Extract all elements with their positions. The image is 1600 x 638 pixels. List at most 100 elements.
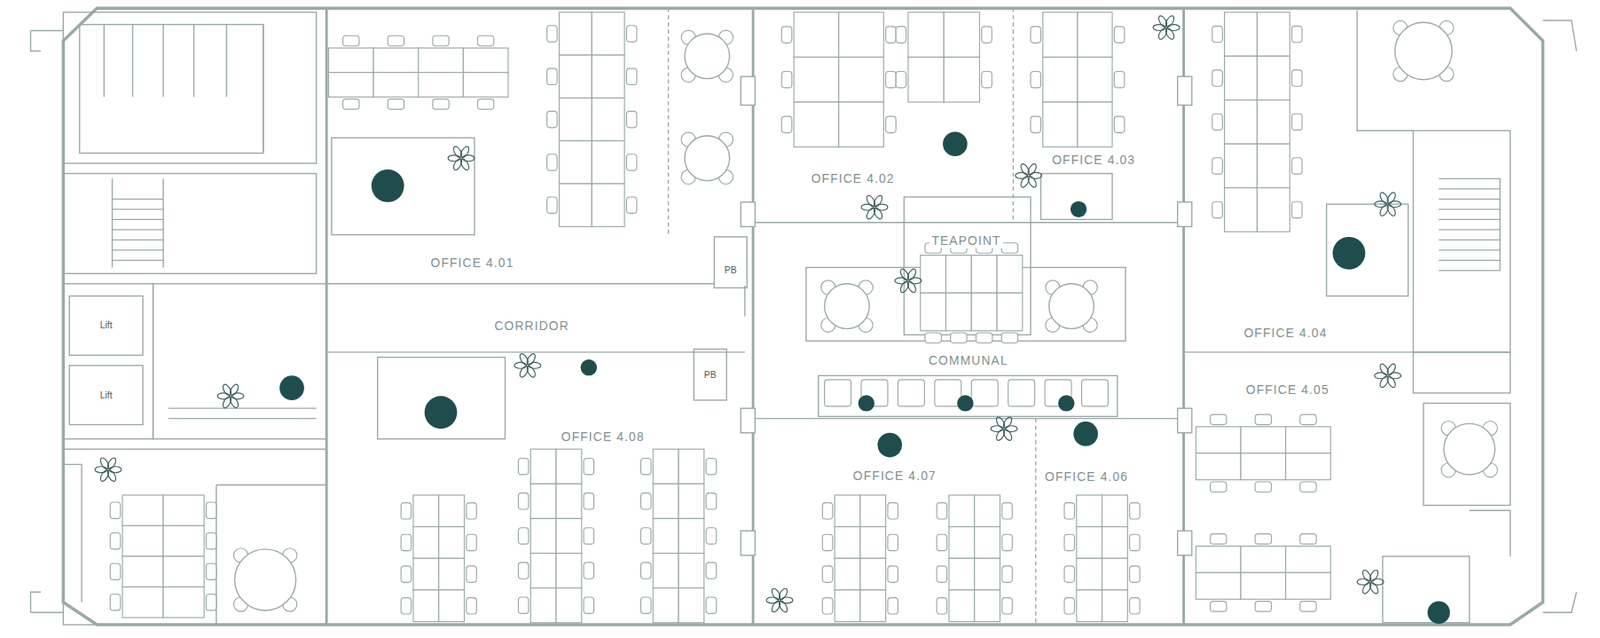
chair: [781, 116, 793, 133]
room-label: COMMUNAL: [926, 352, 1011, 368]
desk: [1240, 426, 1287, 454]
plant: [106, 456, 118, 471]
chair: [1300, 533, 1317, 545]
desk: [860, 526, 887, 559]
desk: [163, 556, 204, 588]
chair: [583, 562, 595, 579]
desk: [413, 526, 440, 559]
plant: [1356, 578, 1370, 585]
desk: [834, 494, 861, 527]
room-label: CORRIDOR: [492, 318, 572, 333]
desk: [1076, 526, 1103, 559]
chair: [1129, 533, 1141, 550]
chair: [1254, 414, 1271, 425]
desk: [678, 483, 705, 518]
desk: [860, 589, 887, 622]
plant: [109, 466, 122, 473]
plant: [865, 206, 878, 220]
marker-dot: [942, 131, 968, 157]
desk: [839, 101, 885, 148]
chair: [936, 597, 948, 614]
chair: [205, 594, 217, 611]
desk: [122, 525, 164, 557]
room-label: OFFICE 4.05: [1243, 382, 1332, 397]
room-label: OFFICE 4.08: [558, 429, 647, 444]
desk: [558, 141, 592, 184]
chair: [822, 597, 833, 614]
desk: [1224, 12, 1258, 56]
chair: [400, 533, 412, 550]
chair: [547, 25, 558, 42]
desk: [591, 54, 625, 98]
chair: [1254, 601, 1271, 612]
desk: [652, 553, 679, 589]
plant: [231, 392, 244, 400]
chair: [1210, 481, 1227, 493]
desk: [530, 553, 557, 589]
chair: [822, 565, 833, 582]
chair: [1002, 565, 1013, 582]
chair: [1300, 481, 1317, 493]
desk: [943, 56, 980, 102]
desk: [1076, 494, 1103, 527]
desk: [1195, 426, 1241, 454]
desk: [556, 448, 582, 484]
chair: [517, 493, 529, 510]
desk: [556, 517, 582, 553]
chair: [1212, 70, 1224, 87]
desk: [678, 517, 705, 553]
chair: [583, 596, 595, 613]
desk: [678, 588, 705, 623]
fixture-label: Lift: [97, 387, 114, 402]
chair: [897, 379, 925, 407]
desk: [462, 47, 509, 73]
desk: [1286, 453, 1332, 480]
chair: [1030, 71, 1042, 88]
chair: [400, 502, 412, 519]
desk: [920, 292, 947, 331]
marker-dot: [424, 395, 458, 429]
desk: [1224, 143, 1258, 188]
chair: [343, 99, 360, 110]
desk: [1043, 101, 1078, 148]
desk: [1076, 557, 1103, 590]
desk: [328, 72, 374, 98]
chair: [205, 563, 217, 580]
desk: [439, 526, 465, 559]
plant: [1378, 375, 1390, 389]
desk: [1102, 557, 1129, 590]
plant: [462, 155, 475, 162]
chair: [705, 562, 717, 579]
chair: [1064, 533, 1075, 550]
round-table: [1443, 423, 1496, 475]
round-table: [235, 549, 297, 611]
chair: [517, 458, 529, 475]
marker-dot: [1058, 394, 1075, 411]
plant: [861, 203, 874, 211]
chair: [547, 110, 558, 127]
desk: [793, 12, 840, 58]
chair: [886, 71, 897, 88]
desk: [1195, 572, 1241, 599]
chair: [547, 196, 558, 213]
chair: [517, 596, 529, 613]
chair: [547, 154, 558, 171]
desk: [652, 517, 679, 553]
desk: [556, 553, 582, 589]
desk: [974, 557, 1001, 590]
chair: [641, 493, 652, 510]
plant: [766, 596, 779, 604]
chair: [641, 562, 652, 579]
chair: [641, 527, 652, 544]
desk: [949, 589, 975, 622]
desk: [971, 255, 997, 294]
chair: [1113, 26, 1125, 43]
plant: [1029, 172, 1043, 179]
plant: [898, 280, 910, 294]
desk: [439, 557, 465, 590]
plant: [459, 145, 471, 159]
chair: [343, 35, 360, 47]
plant: [875, 203, 888, 211]
desk: [163, 494, 204, 526]
desk: [1224, 55, 1258, 100]
